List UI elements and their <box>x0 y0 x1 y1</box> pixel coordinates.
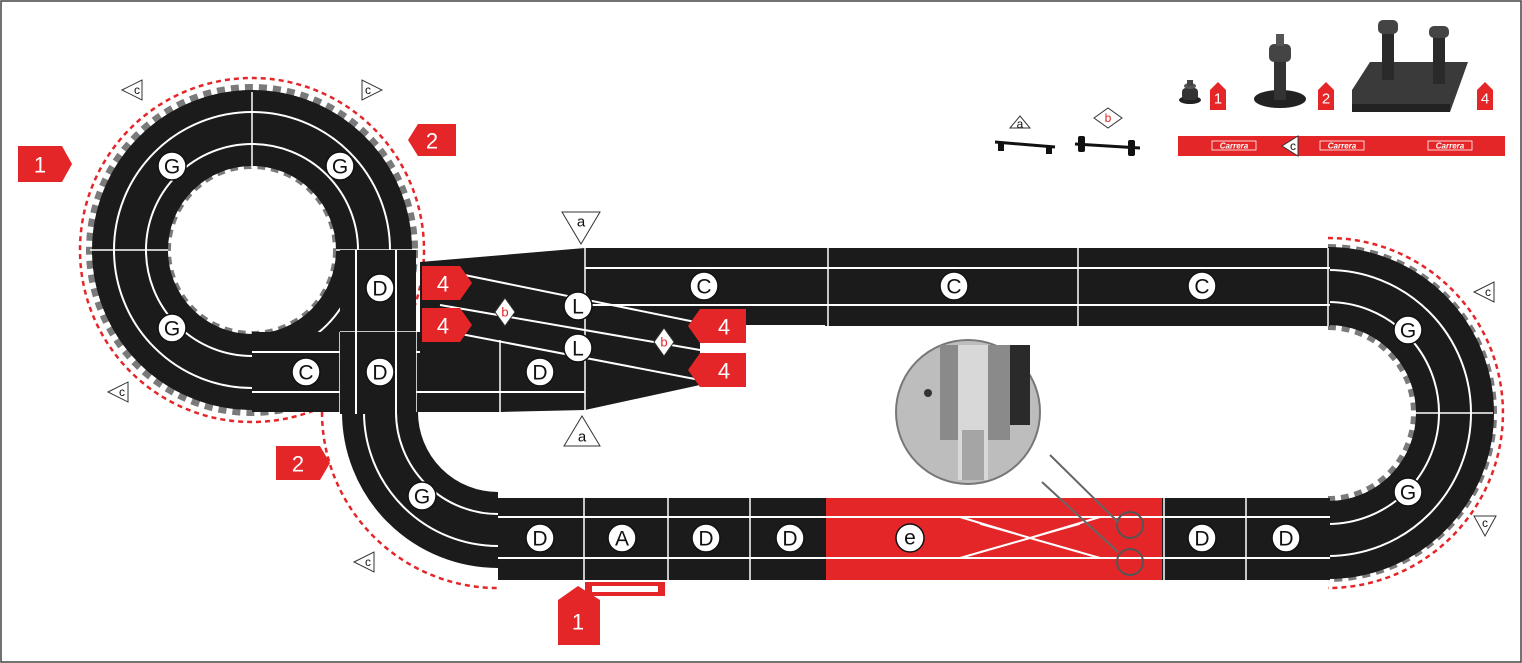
lane-change-ramp <box>420 248 825 412</box>
svg-text:A: A <box>615 528 629 551</box>
svg-text:c: c <box>365 555 371 569</box>
piece-label-L: L <box>564 334 592 362</box>
detail-zoom-inset <box>896 340 1040 484</box>
svg-text:D: D <box>372 362 387 385</box>
piece-label-G: G <box>158 152 186 180</box>
svg-text:b: b <box>660 335 667 350</box>
svg-text:Carrera: Carrera <box>1328 142 1357 151</box>
piece-label-G: G <box>1394 478 1422 506</box>
svg-text:L: L <box>572 338 584 361</box>
svg-text:2: 2 <box>1322 91 1330 108</box>
support-badge-4: 4 <box>1477 82 1493 110</box>
border-clip-marker-c: c <box>362 80 382 100</box>
support-pillar-4 <box>1352 20 1468 112</box>
svg-text:G: G <box>1400 320 1416 343</box>
svg-text:4: 4 <box>1481 91 1489 108</box>
svg-text:b: b <box>1105 111 1112 125</box>
svg-text:C: C <box>696 276 711 299</box>
border-clip-marker-c: c <box>354 552 374 572</box>
border-clip-marker-c: c <box>1474 516 1496 536</box>
piece-label-D: D <box>776 524 804 552</box>
svg-text:G: G <box>164 156 180 179</box>
piece-label-D: D <box>366 358 394 386</box>
piece-label-A: A <box>608 524 636 552</box>
svg-text:4: 4 <box>437 272 449 297</box>
top-straight-track <box>825 248 1330 326</box>
support-pillar-2 <box>1254 34 1306 108</box>
border-strip-legend: Carrera Carrera Carrera c <box>1178 136 1505 156</box>
piece-label-D: D <box>692 524 720 552</box>
svg-text:Carrera: Carrera <box>1436 142 1465 151</box>
svg-text:4: 4 <box>437 314 449 339</box>
support-badge-2: 2 <box>1318 82 1334 110</box>
piece-label-G: G <box>1394 316 1422 344</box>
support-badge-4: 4 <box>688 353 746 387</box>
svg-text:2: 2 <box>426 129 438 154</box>
svg-text:e: e <box>904 527 916 550</box>
support-badge-1: 1 <box>1210 82 1226 110</box>
svg-text:D: D <box>1278 528 1293 551</box>
svg-text:4: 4 <box>718 315 730 340</box>
svg-text:1: 1 <box>572 610 584 635</box>
piece-label-G: G <box>408 482 436 510</box>
svg-text:C: C <box>298 362 313 385</box>
piece-label-L: L <box>564 292 592 320</box>
svg-text:c: c <box>119 385 125 399</box>
svg-text:G: G <box>414 486 430 509</box>
svg-text:Carrera: Carrera <box>1220 142 1249 151</box>
svg-text:c: c <box>1485 285 1491 299</box>
crossing-support-a: a <box>995 116 1055 154</box>
piece-label-D: D <box>1188 524 1216 552</box>
border-clip-marker-c: c <box>108 382 128 402</box>
border-clip-marker-c: c <box>1474 282 1494 302</box>
svg-text:D: D <box>1194 528 1209 551</box>
piece-label-D: D <box>526 524 554 552</box>
svg-text:c: c <box>1482 516 1488 530</box>
svg-text:C: C <box>1194 276 1209 299</box>
crossing-support-b: b <box>1075 108 1140 156</box>
crossing-marker-a: a <box>562 212 600 244</box>
piece-label-D: D <box>1272 524 1300 552</box>
svg-text:L: L <box>572 296 584 319</box>
start-grid-strip <box>585 582 665 596</box>
svg-text:b: b <box>501 305 508 320</box>
svg-text:a: a <box>1017 117 1024 131</box>
svg-text:D: D <box>532 528 547 551</box>
piece-label-C: C <box>1188 272 1216 300</box>
svg-text:G: G <box>164 318 180 341</box>
crossing-marker-a: a <box>564 416 600 446</box>
svg-text:G: G <box>332 156 348 179</box>
svg-text:a: a <box>577 214 586 231</box>
svg-text:D: D <box>698 528 713 551</box>
svg-text:4: 4 <box>718 359 730 384</box>
svg-text:C: C <box>946 276 961 299</box>
support-badge-2: 2 <box>408 124 456 156</box>
support-badge-2: 2 <box>276 446 330 480</box>
svg-text:c: c <box>1290 139 1296 153</box>
piece-label-D: D <box>526 358 554 386</box>
support-badge-4: 4 <box>688 309 746 343</box>
support-badge-1: 1 <box>18 146 72 182</box>
svg-text:G: G <box>1400 482 1416 505</box>
piece-label-C: C <box>690 272 718 300</box>
svg-text:2: 2 <box>292 452 304 477</box>
svg-text:c: c <box>365 83 371 97</box>
piece-label-G: G <box>158 314 186 342</box>
svg-text:1: 1 <box>1214 91 1222 108</box>
support-pillar-1 <box>1179 80 1201 104</box>
piece-label-C: C <box>292 358 320 386</box>
svg-text:D: D <box>782 528 797 551</box>
piece-label-C: C <box>940 272 968 300</box>
piece-label-e: e <box>896 524 924 552</box>
border-clip-marker-c: c <box>122 80 142 100</box>
piece-label-G: G <box>326 152 354 180</box>
svg-text:1: 1 <box>34 153 46 178</box>
svg-text:a: a <box>578 429 587 446</box>
svg-text:D: D <box>532 362 547 385</box>
svg-text:D: D <box>372 278 387 301</box>
piece-label-D: D <box>366 274 394 302</box>
svg-text:c: c <box>134 83 140 97</box>
